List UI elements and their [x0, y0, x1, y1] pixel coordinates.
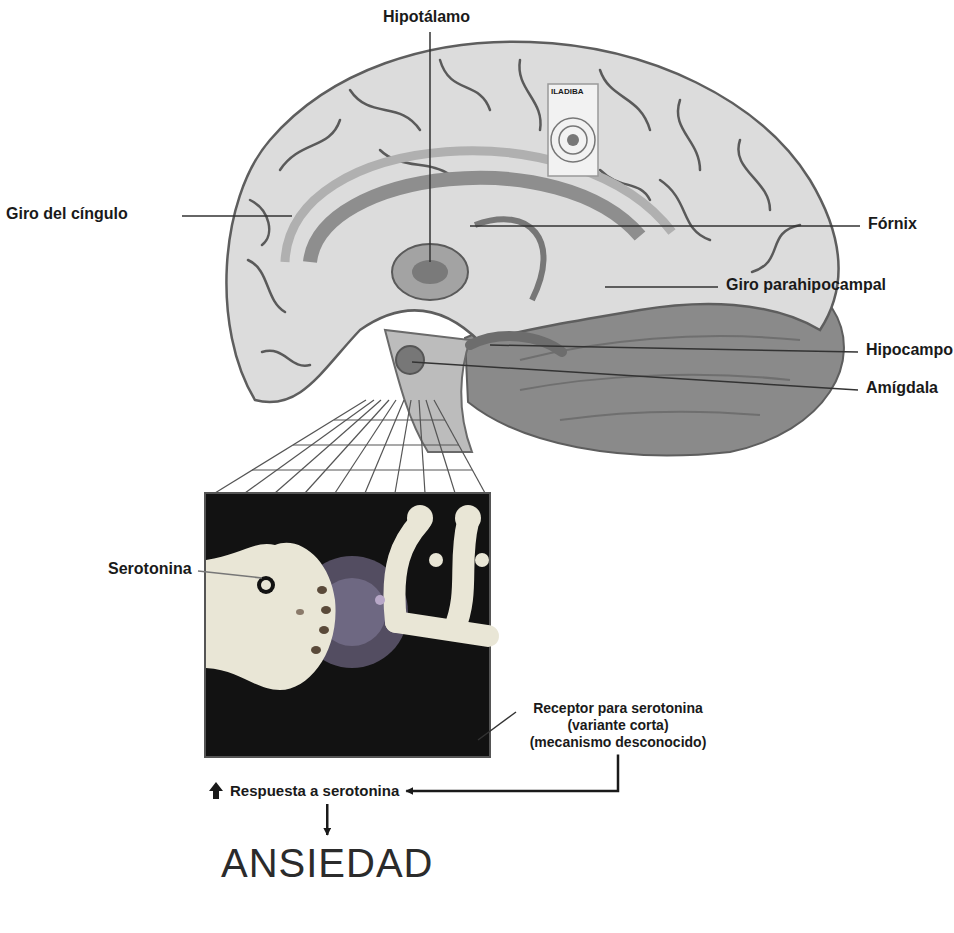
zoom-grid [335, 400, 396, 493]
structure-label: Giro del cíngulo [6, 205, 128, 223]
gyri [519, 60, 540, 130]
leader-lines [182, 32, 860, 390]
synapse-inset [206, 543, 336, 690]
leader-lines [490, 345, 858, 352]
structure-label: Fórnix [868, 215, 917, 233]
gyri [248, 260, 285, 312]
increase-arrow-symbol [209, 782, 223, 799]
synapse-inset [261, 580, 271, 590]
gyri [440, 60, 490, 110]
gyri [248, 60, 800, 366]
synapse-inset [205, 493, 490, 757]
zoom-grid [395, 400, 411, 493]
synapse-inset [475, 553, 489, 567]
synapse-inset [375, 595, 385, 605]
synapse-inset [396, 622, 488, 636]
logo-box [548, 84, 598, 176]
zoom-grid [305, 400, 389, 493]
synapse-inset [296, 609, 304, 615]
brainstem [385, 330, 472, 452]
structure-label: Hipocampo [866, 341, 953, 359]
zoom-grid [215, 400, 485, 493]
structure-label: Amígdala [866, 379, 938, 397]
zoom-grid [434, 400, 485, 493]
synapse-inset [394, 522, 420, 622]
synapse-inset [478, 712, 516, 740]
zoom-grid [426, 400, 455, 493]
gyri [738, 140, 770, 210]
leader-lines [470, 225, 860, 227]
leader-lines [182, 215, 292, 217]
mechanism-note: Receptor para serotonina (variante corta… [524, 699, 712, 751]
synapse-inset [454, 522, 468, 630]
synapse-inset [394, 522, 488, 636]
structure-label: Hipotálamo [383, 8, 470, 26]
zoom-grid [365, 400, 404, 493]
structure-label: Serotonina [108, 560, 192, 578]
gyri [600, 70, 650, 130]
connector-arrow [406, 754, 618, 791]
limbic-structures [412, 260, 448, 284]
connector-arrow [326, 804, 329, 835]
leader-lines [605, 286, 718, 288]
limbic-structures [285, 151, 672, 374]
limbic-structures [310, 178, 640, 262]
logo-box [567, 134, 579, 146]
structure-label: Giro parahipocampal [726, 276, 886, 294]
node-text: Respuesta a serotonina [230, 782, 399, 800]
gyri [262, 351, 310, 366]
limbic-structures [470, 336, 562, 352]
limbic-structures [285, 151, 672, 262]
cerebrum [226, 42, 838, 402]
gyri [250, 200, 269, 245]
synapse-inset [407, 505, 433, 531]
logo-box [559, 126, 587, 154]
leader-lines [429, 32, 431, 262]
node-text: Receptor para serotonina (variante corta… [526, 700, 710, 750]
zoom-grid [334, 419, 445, 420]
increase-arrow-symbol [209, 782, 223, 799]
zoom-grid [419, 400, 425, 493]
node-text: ANSIEDAD [221, 839, 434, 887]
watermark: ILADIBA [551, 87, 583, 96]
synapse-inset [429, 553, 443, 567]
cerebrum [226, 42, 838, 402]
gyri [350, 90, 420, 130]
synapse-inset [198, 571, 262, 578]
zoom-grid [245, 400, 374, 493]
gyri [678, 100, 700, 170]
synapse-inset [198, 493, 516, 757]
synapse-inset [319, 626, 329, 634]
brainstem [385, 330, 472, 452]
outcome-label: ANSIEDAD [219, 838, 436, 888]
gyri [280, 120, 340, 170]
synapse-inset [257, 576, 275, 594]
logo-box [548, 84, 598, 176]
leader-lines [412, 362, 858, 390]
gyri [752, 225, 800, 272]
response-label: Respuesta a serotonina [228, 781, 401, 801]
synapse-inset [321, 606, 331, 614]
limbic-structures [396, 346, 424, 374]
logo-box [551, 118, 595, 162]
zoom-grid [252, 469, 472, 470]
zoom-grid [293, 444, 459, 445]
synapse-inset [317, 586, 327, 594]
synapse-inset [455, 505, 481, 531]
limbic-structures [475, 219, 544, 300]
synapse-inset [311, 646, 321, 654]
